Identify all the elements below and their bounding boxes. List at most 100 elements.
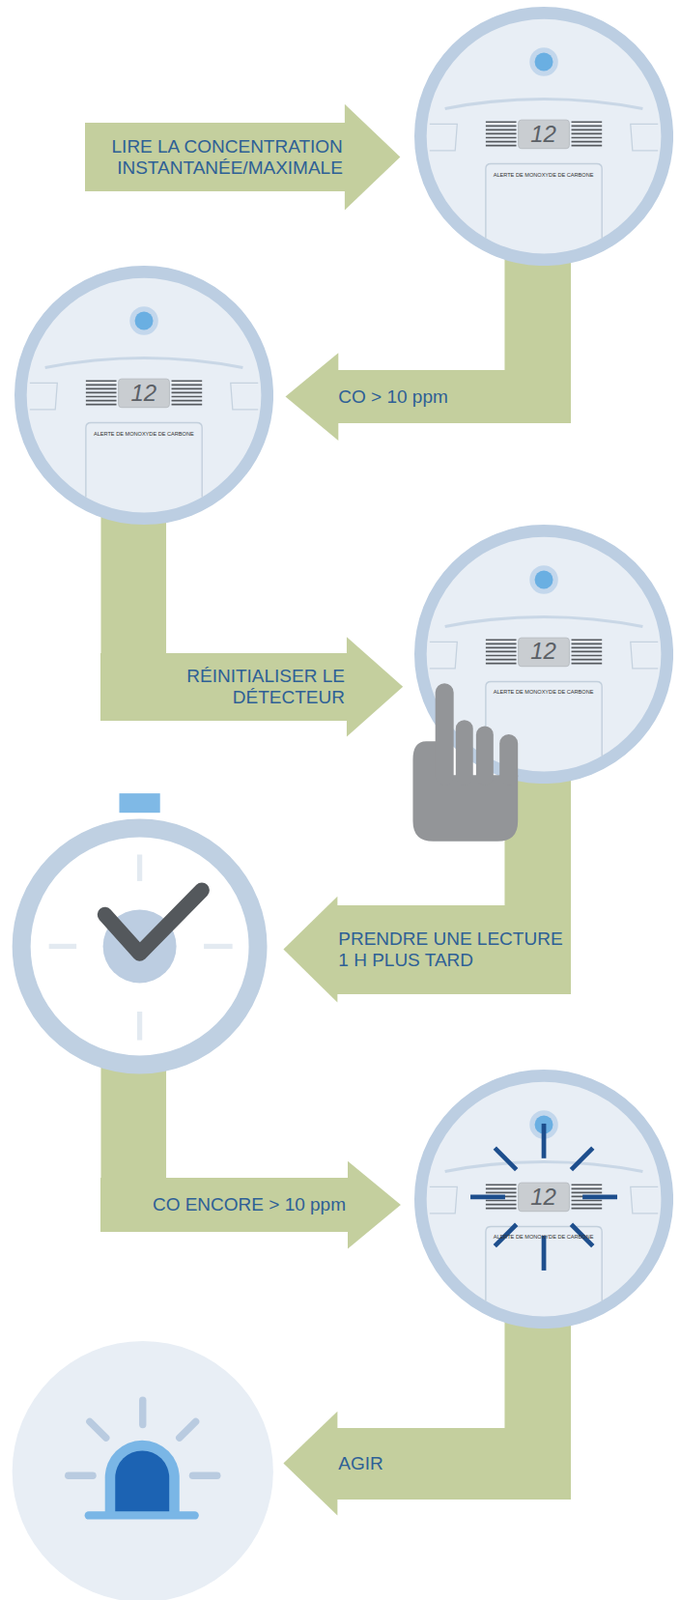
lcd-screen <box>517 120 569 150</box>
detector-body <box>420 1076 667 1323</box>
grill-line <box>570 137 602 140</box>
alarm-ray <box>470 1194 506 1200</box>
siren-dome <box>105 1440 180 1513</box>
step-arrow: CO > 10 ppm <box>336 369 571 424</box>
grill-line <box>484 141 516 143</box>
siren-disc <box>12 1340 274 1600</box>
grill-line <box>570 133 602 136</box>
flow-band <box>100 942 167 1181</box>
co-detector: 12ALERTE DE MONOXYDE DE CARBONE <box>414 1069 674 1329</box>
side-bracket <box>629 1187 657 1214</box>
grill-line <box>85 388 117 391</box>
led <box>134 311 153 331</box>
stopwatch-tick <box>49 943 77 949</box>
co-reading: 12 <box>530 1185 557 1209</box>
led-ring <box>129 307 159 337</box>
alarm-ray <box>540 1123 546 1159</box>
flow-band <box>346 636 403 737</box>
stopwatch-tick <box>137 1011 142 1041</box>
siren-ray <box>192 1472 217 1479</box>
step-label: CO ENCORE > 10 ppm <box>152 1193 346 1216</box>
label-panel <box>85 423 202 498</box>
side-bracket <box>629 641 657 668</box>
stopwatch-body <box>21 827 258 1065</box>
flow-band <box>100 516 167 656</box>
step-label: CO > 10 ppm <box>338 386 449 408</box>
grill-line <box>170 399 202 402</box>
housing-curve <box>444 99 643 110</box>
detector-label: ALERTE DE MONOXYDE DE CARBONE <box>493 1235 595 1242</box>
step-arrow: RÉINITIALISER LE DÉTECTEUR <box>100 652 348 722</box>
siren-ray <box>179 1420 197 1438</box>
alarm-ray <box>570 1147 593 1169</box>
step-label: AGIR <box>338 1452 383 1474</box>
grill-line <box>570 646 602 649</box>
flow-band <box>344 104 401 211</box>
co-detector: 12ALERTE DE MONOXYDE DE CARBONE <box>14 265 274 525</box>
grill-line <box>570 1207 602 1210</box>
step-arrow: PRENDRE UNE LECTURE 1 H PLUS TARD <box>336 905 571 994</box>
step-arrow: LIRE LA CONCENTRATION INSTANTANÉE/MAXIMA… <box>85 122 347 193</box>
co-reading: 12 <box>530 122 557 146</box>
siren-ray <box>139 1399 146 1424</box>
grill-line <box>570 1199 602 1202</box>
led-ring <box>529 565 559 595</box>
housing-curve <box>444 616 643 626</box>
grill-line <box>484 1203 516 1206</box>
grill-line <box>570 121 602 124</box>
check-mark <box>105 889 202 953</box>
grill-line <box>170 380 202 383</box>
detector-label: ALERTE DE MONOXYDE DE CARBONE <box>93 431 195 438</box>
stopwatch-hub <box>103 908 177 983</box>
grill-line <box>570 638 602 641</box>
grill-line <box>170 392 202 395</box>
grill-line <box>484 646 516 649</box>
grill-line <box>484 125 516 128</box>
detector-body <box>420 13 667 260</box>
grill-line <box>484 653 516 656</box>
flow-band <box>504 257 571 373</box>
detector-body <box>420 530 667 777</box>
grill-line <box>170 396 202 398</box>
stopwatch-tick <box>203 943 233 949</box>
grill-line <box>570 642 602 645</box>
side-bracket <box>428 124 456 151</box>
detector-body <box>20 272 267 519</box>
flow-band <box>347 1161 401 1249</box>
stopwatch-button <box>118 793 160 813</box>
alarm-ray <box>494 1147 516 1169</box>
side-bracket <box>428 641 456 668</box>
co-reading: 12 <box>530 639 557 663</box>
step-label: RÉINITIALISER LE DÉTECTEUR <box>113 665 345 709</box>
step-arrow: AGIR <box>336 1427 571 1500</box>
grill-line <box>85 399 117 402</box>
grill-line <box>484 1188 516 1190</box>
co-reading: 12 <box>130 381 157 405</box>
siren-ray <box>89 1420 107 1438</box>
side-bracket <box>230 383 258 410</box>
grill-line <box>484 657 516 660</box>
grill-line <box>85 380 117 383</box>
step-arrow: CO ENCORE > 10 ppm <box>100 1177 350 1232</box>
grill-line <box>170 384 202 387</box>
co-detector: 12ALERTE DE MONOXYDE DE CARBONE <box>414 6 674 266</box>
alarm-ray <box>582 1194 618 1200</box>
grill-line <box>570 129 602 132</box>
grill-line <box>484 1199 516 1202</box>
grill-line <box>484 638 516 641</box>
stopwatch-tick <box>137 853 142 880</box>
flow-band <box>504 774 571 908</box>
grill-line <box>484 121 516 124</box>
grill-line <box>570 657 602 660</box>
grill-line <box>484 144 516 147</box>
grill-line <box>570 650 602 652</box>
alarm-ray <box>540 1235 546 1271</box>
housing-curve <box>44 358 243 369</box>
grill-line <box>484 1207 516 1210</box>
lcd-screen <box>517 1182 569 1212</box>
siren-light <box>114 1449 170 1513</box>
siren-base <box>85 1510 199 1519</box>
step-label: LIRE LA CONCENTRATION INSTANTANÉE/MAXIMA… <box>89 136 343 179</box>
detector-label: ALERTE DE MONOXYDE DE CARBONE <box>493 172 595 179</box>
